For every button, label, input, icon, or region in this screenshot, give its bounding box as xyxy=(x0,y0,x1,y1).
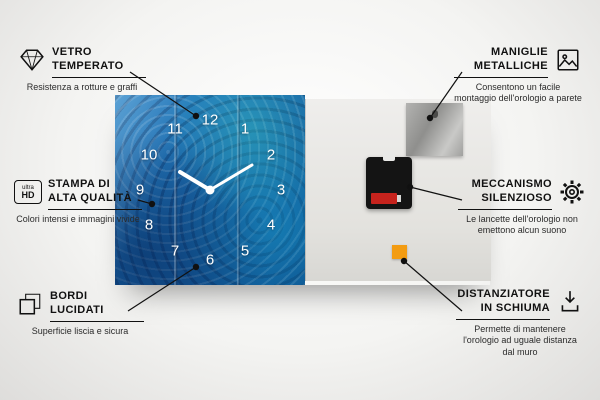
battery-tip xyxy=(397,195,401,202)
callout-subtitle: Le lancette dell'orologio non emettono a… xyxy=(466,213,578,236)
clock-hands xyxy=(178,163,254,195)
clock-number: 6 xyxy=(205,251,215,269)
clock-mechanism xyxy=(366,151,412,209)
polished-edge-icon xyxy=(16,290,44,318)
clock-number: 8 xyxy=(144,216,154,234)
hanger-hole xyxy=(432,110,438,118)
battery xyxy=(371,193,397,204)
clock-number: 2 xyxy=(266,146,276,164)
callout-subtitle: Superficie liscia e sicura xyxy=(31,325,129,336)
gear-icon xyxy=(558,178,586,206)
diamond-icon xyxy=(18,46,46,74)
callout-subtitle: Permette di mantenere l'orologio ad ugua… xyxy=(463,323,577,357)
callout-subtitle: Consentono un facile montaggio dell'orol… xyxy=(454,81,582,104)
picture-frame-icon xyxy=(554,46,582,74)
clock-number: 4 xyxy=(266,216,276,234)
clock-number: 10 xyxy=(140,146,158,164)
metal-hanger-plate xyxy=(406,103,463,156)
foam-spacer xyxy=(392,245,407,259)
clock-product: 1 2 3 4 5 6 7 8 9 10 11 12 xyxy=(115,95,491,285)
clock-number: 3 xyxy=(276,181,286,199)
clock-number: 1 xyxy=(240,120,250,138)
clock-front-face: 1 2 3 4 5 6 7 8 9 10 11 12 xyxy=(115,95,305,285)
callout-subtitle: Colori intensi e immagini vivide xyxy=(16,213,140,224)
clock-number: 7 xyxy=(170,242,180,260)
mechanism-hook xyxy=(383,151,395,161)
clock-number: 12 xyxy=(201,111,219,129)
clock-number: 5 xyxy=(240,242,250,260)
clock-number: 11 xyxy=(167,120,183,138)
spacer-arrow-icon xyxy=(556,288,584,316)
callout-subtitle: Resistenza a rotture e graffi xyxy=(26,81,138,92)
clock-number: 9 xyxy=(135,181,145,199)
